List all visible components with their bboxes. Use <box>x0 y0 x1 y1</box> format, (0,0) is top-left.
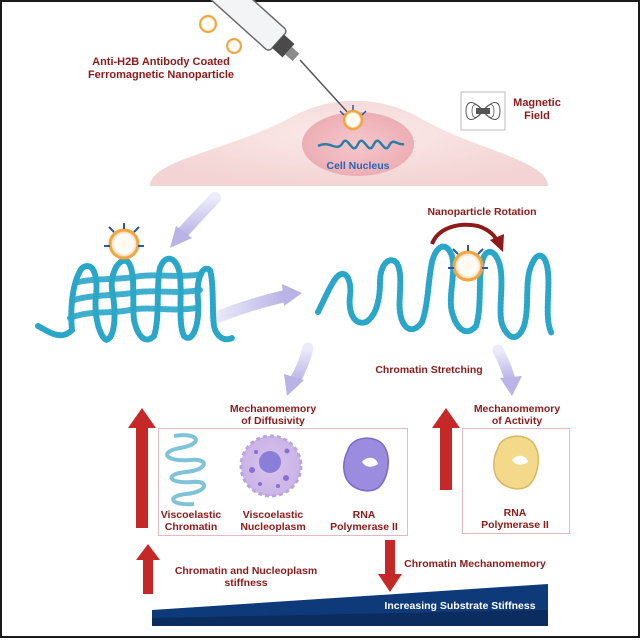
lavender-arrow-4-head <box>500 376 522 396</box>
lavender-arrow-2 <box>209 290 291 324</box>
rna-polymerase-purple-icon <box>343 437 390 492</box>
nanoparticle-rotation-label: Nanoparticle Rotation <box>427 206 537 218</box>
viscoelastic-chromatin-icon <box>165 433 206 507</box>
red-up-arrow-icon-3 <box>136 544 160 594</box>
lavender-arrow-1-head <box>170 226 192 248</box>
rotating-nanoparticle-icon <box>448 245 488 282</box>
rna-polymerase-1-label: RNA Polymerase II <box>330 509 398 534</box>
chromatin-stretching-label: Chromatin Stretching <box>375 364 483 376</box>
lavender-arrow-3-head <box>284 374 304 396</box>
red-down-arrow-icon <box>378 540 402 592</box>
chromatin-nucleoplasm-stiffness-label: Chromatin and Nucleoplasm stiffness <box>174 565 318 590</box>
syringe-nanoparticle-icon <box>199 15 242 54</box>
stretched-chromatin-icon <box>315 243 555 340</box>
magnetic-field-label: Magnetic Field <box>513 97 561 122</box>
compact-chromatin-icon <box>35 255 235 344</box>
red-up-arrow-icon-2 <box>432 408 460 490</box>
viscoelastic-chromatin-label: Viscoelastic Chromatin <box>160 509 222 534</box>
viscoelastic-nucleoplasm-icon <box>239 434 303 498</box>
lavender-arrow-2-head <box>282 284 302 306</box>
mechanomemory-diffusivity-label: Mechanomemory of Diffusivity <box>229 403 317 428</box>
cell-nucleus-label: Cell Nucleus <box>326 160 390 172</box>
substrate-stiffness-wedge-shadow <box>152 610 548 626</box>
nucleus-nanoparticle-icon <box>339 105 367 131</box>
magnet-icon <box>460 91 506 131</box>
substrate-stiffness-label: Increasing Substrate Stiffness <box>384 600 536 612</box>
syringe-icon <box>199 0 351 116</box>
viscoelastic-nucleoplasm-label: Viscoelastic Nucleoplasm <box>240 509 306 534</box>
red-up-arrow-icon <box>128 408 156 528</box>
rotation-arrow-icon <box>430 222 504 252</box>
nanoparticle-label: Anti-H2B Antibody Coated Ferromagnetic N… <box>87 56 235 81</box>
mechanomemory-activity-label: Mechanomemory of Activity <box>473 403 561 428</box>
rna-polymerase-yellow-icon <box>493 435 540 490</box>
chromatin-nanoparticle-icon <box>104 223 144 260</box>
chromatin-mechanomemory-label: Chromatin Mechanomemory <box>404 558 546 570</box>
nucleus-chromatin-icon <box>317 139 405 150</box>
rna-polymerase-2-label: RNA Polymerase II <box>481 507 549 532</box>
